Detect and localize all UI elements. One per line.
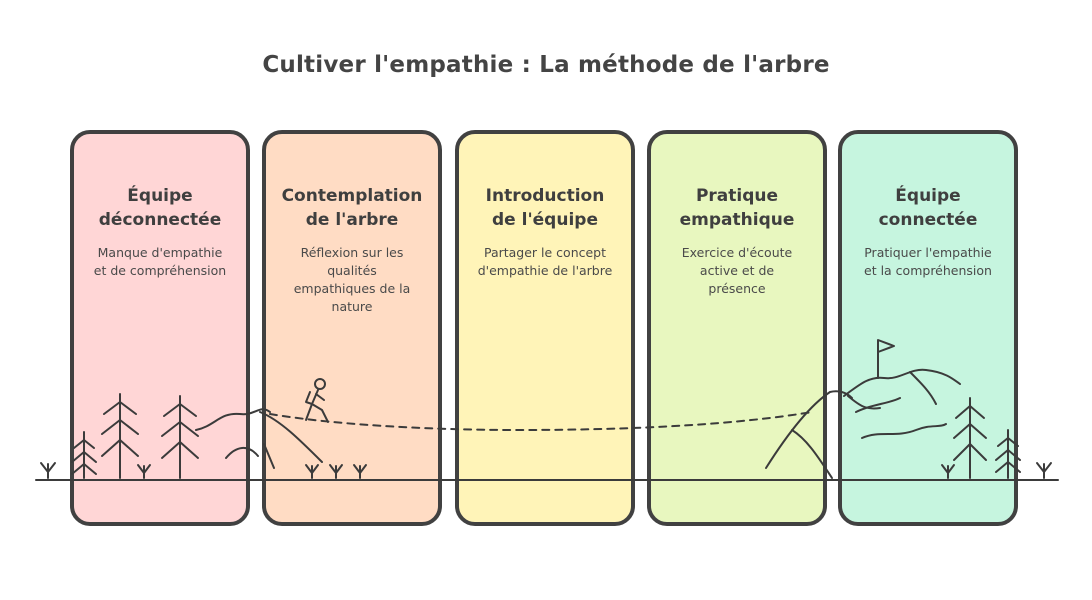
step-title: Équipe connectée [878, 186, 978, 230]
step-description: Partager le concept d'empathie de l'arbr… [477, 245, 613, 278]
step-title: Contemplation de l'arbre [281, 186, 423, 230]
step-description: Pratiquer l'empathie et la compréhension [864, 245, 992, 278]
step-description: Réflexion sur les qualités empathiques d… [293, 245, 411, 314]
step-title: Équipe déconnectée [98, 186, 222, 230]
step-title: Pratique empathique [679, 186, 795, 230]
diagram-title: Cultiver l'empathie : La méthode de l'ar… [262, 52, 830, 78]
step-card-empathic-practice: Pratique empathique Exercice d'écoute ac… [647, 130, 827, 526]
step-card-team-introduction: Introduction de l'équipe Partager le con… [455, 130, 635, 526]
step-description: Exercice d'écoute active et de présence [681, 245, 793, 296]
step-card-disconnected-team: Équipe déconnectée Manque d'empathie et … [70, 130, 250, 526]
step-card-tree-contemplation: Contemplation de l'arbre Réflexion sur l… [262, 130, 442, 526]
step-description: Manque d'empathie et de compréhension [93, 245, 227, 278]
step-title: Introduction de l'équipe [485, 186, 605, 230]
step-card-connected-team: Équipe connectée Pratiquer l'empathie et… [838, 130, 1018, 526]
